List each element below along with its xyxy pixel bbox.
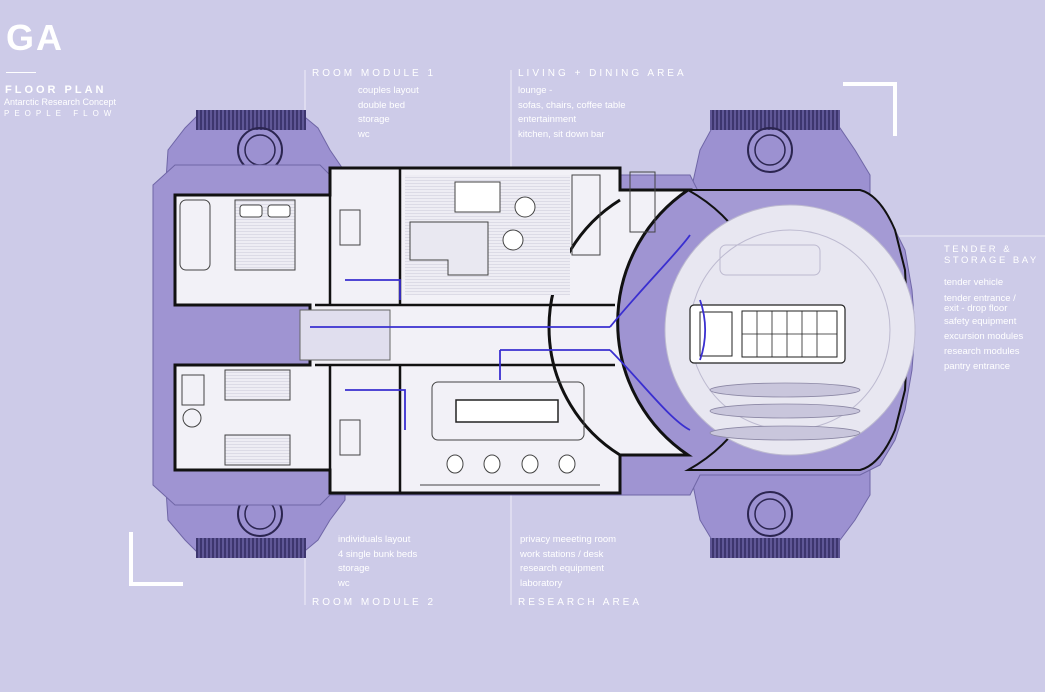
list-item: laboratory xyxy=(520,577,563,589)
people-flow-lines xyxy=(310,234,707,431)
excursion-modules xyxy=(709,382,861,441)
room-module-1-title: ROOM MODULE 1 xyxy=(312,68,437,79)
list-item: sofas, chairs, coffee table xyxy=(518,99,626,111)
list-item: excursion modules xyxy=(944,331,1024,342)
plan-subtitle: Antarctic Research Concept xyxy=(4,97,117,107)
sofa xyxy=(409,221,489,276)
list-item: couples layout xyxy=(358,85,419,96)
pod-bottom-left xyxy=(164,474,346,558)
interior-shell xyxy=(173,166,693,495)
pod-bottom-right xyxy=(689,469,871,558)
wc-room1 xyxy=(339,209,361,246)
tender-bay-floor xyxy=(664,204,916,456)
living-dining-list: lounge - sofas, chairs, coffee table ent… xyxy=(518,84,626,142)
list-item: pantry entrance xyxy=(944,361,1011,372)
tender-title-line2: STORAGE BAY xyxy=(944,255,1039,266)
kitchen-counter xyxy=(629,171,656,233)
page-code: GA xyxy=(6,17,64,58)
kitchen-bar xyxy=(571,174,601,256)
tender-bay-hull xyxy=(684,189,910,471)
round-table xyxy=(182,408,202,428)
chair xyxy=(502,229,524,251)
desk xyxy=(181,374,205,406)
list-item: research equipment xyxy=(520,563,604,574)
meeting-table xyxy=(455,399,559,423)
tender-title-line1: TENDER & xyxy=(944,244,1013,255)
list-item: lounge - xyxy=(518,85,553,96)
turntable-ring xyxy=(689,229,891,431)
room-module-2-title: ROOM MODULE 2 xyxy=(312,597,437,608)
tender-list: tender vehicle tender entrance / exit - … xyxy=(944,276,1023,374)
title-divider xyxy=(6,72,36,73)
list-item: storage xyxy=(338,563,370,574)
lab-stools xyxy=(446,454,576,474)
list-item: wc xyxy=(338,577,350,589)
list-item: kitchen, sit down bar xyxy=(518,128,605,140)
room-module-1-list: couples layout double bed storage wc xyxy=(358,84,419,142)
pod-top-right xyxy=(689,110,871,196)
flow-label: PEOPLE FLOW xyxy=(4,109,117,118)
research-area-title: RESEARCH AREA xyxy=(518,597,643,608)
tender-dropfloor xyxy=(719,244,821,276)
list-item: tender vehicle xyxy=(944,277,1004,288)
list-item: entertainment xyxy=(518,114,577,125)
list-item: double bed xyxy=(358,99,406,111)
list-item: research modules xyxy=(944,346,1020,357)
corner-bracket-bottom xyxy=(129,532,183,586)
living-floor xyxy=(405,175,570,295)
bunk-bed xyxy=(224,369,291,401)
plan-title: FLOOR PLAN xyxy=(5,84,107,96)
double-bed xyxy=(234,199,296,271)
list-item: storage xyxy=(358,114,390,125)
corner-bracket-top xyxy=(843,82,897,136)
research-area-list: privacy meeeting room work stations / de… xyxy=(520,533,616,591)
list-item: exit - drop floor xyxy=(944,303,1008,314)
bay-partition-wall xyxy=(547,198,621,457)
list-item: privacy meeeting room xyxy=(520,534,617,545)
wc-room2 xyxy=(339,419,361,456)
bunk-bed xyxy=(224,434,291,466)
entry-exit-title: ENTRY / EXIT POD xyxy=(158,336,290,347)
entry-pod xyxy=(299,309,391,361)
list-item: work stations / desk xyxy=(520,548,604,560)
list-item: safety equipment xyxy=(944,316,1017,327)
hull xyxy=(152,164,916,506)
list-item: 4 single bunk beds xyxy=(338,548,418,560)
room-module-2-list: individuals layout 4 single bunk beds st… xyxy=(338,533,417,591)
tender-vehicle xyxy=(689,304,846,364)
chair xyxy=(514,196,536,218)
meeting-room xyxy=(431,381,585,441)
list-item: wc xyxy=(358,128,370,140)
list-item: tender entrance / xyxy=(944,293,1016,304)
bath-room1 xyxy=(179,199,211,271)
list-item: individuals layout xyxy=(338,534,411,545)
living-dining-title: LIVING + DINING AREA xyxy=(518,68,687,79)
dining-table xyxy=(454,181,501,213)
interior-walls xyxy=(173,168,615,493)
pod-top-left xyxy=(164,110,346,196)
